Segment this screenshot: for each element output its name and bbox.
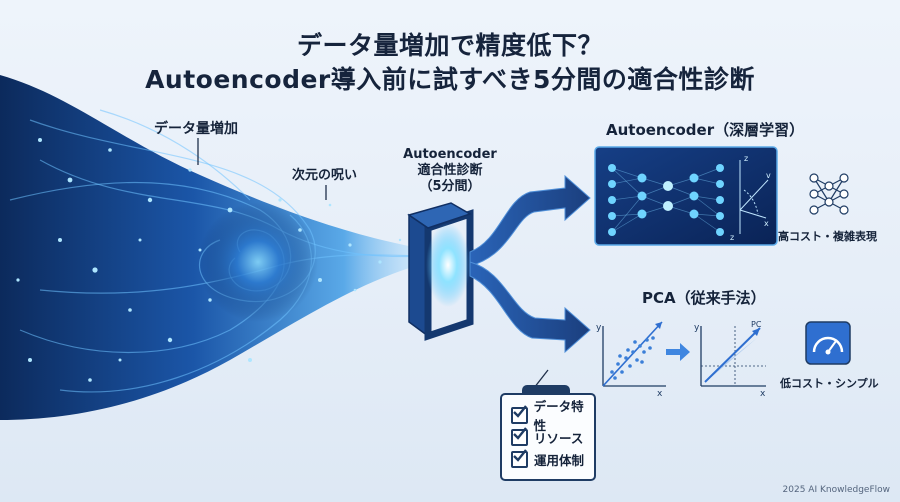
checklist-item-1: データ特性 bbox=[511, 399, 594, 433]
checklist-item-3: 運用体制 bbox=[511, 448, 585, 469]
gate-line-3: （5分間） bbox=[419, 179, 481, 194]
axis-x-ae: x bbox=[764, 219, 769, 228]
title-line-2: Autoencoder導入前に試すべき5分間の適合性診断 bbox=[145, 65, 755, 94]
pca2-axis-y: y bbox=[694, 323, 700, 333]
neural-network-icon bbox=[809, 173, 849, 215]
neural-nodes bbox=[608, 164, 724, 236]
title-line-1: データ量増加で精度低下？ bbox=[296, 31, 603, 60]
label-data-growth: データ量増加 bbox=[154, 121, 238, 137]
footer-credit: 2025 AI KnowledgeFlow bbox=[782, 485, 890, 495]
gate-line-2: 適合性診断 bbox=[417, 163, 483, 178]
axis-v: v bbox=[766, 171, 771, 180]
pca1-axis-y: y bbox=[596, 323, 602, 333]
autoencoder-title: Autoencoder（深層学習） bbox=[606, 121, 805, 139]
pca2-axis-x: x bbox=[760, 389, 766, 399]
axis-z-top: z bbox=[744, 154, 748, 163]
label-gate: Autoencoder 適合性診断 （5分間） bbox=[385, 147, 515, 195]
axis-z-bottom: z bbox=[730, 233, 734, 242]
pca-scatter-before bbox=[602, 321, 666, 387]
arrow-icon bbox=[666, 343, 690, 361]
data-particles bbox=[16, 138, 402, 382]
diagnostic-gate bbox=[407, 202, 474, 341]
gauge-icon bbox=[805, 321, 851, 365]
pca2-axis-pc: PC bbox=[751, 320, 762, 329]
pca-note: 低コスト・シンプル bbox=[780, 377, 879, 390]
vortex-center bbox=[198, 202, 318, 322]
check-icon bbox=[511, 448, 528, 468]
pca-projection-after bbox=[700, 326, 766, 387]
checklist-item-2: リソース bbox=[511, 426, 584, 447]
checklist-icon: データ特性 リソース 運用体制 bbox=[500, 393, 596, 481]
autoencoder-network bbox=[611, 167, 721, 233]
pca1-axis-x: x bbox=[657, 389, 663, 399]
gate-line-1: Autoencoder bbox=[403, 147, 497, 162]
checklist-label: リソース bbox=[534, 430, 584, 446]
checklist-label: データ特性 bbox=[533, 399, 584, 433]
pca-title: PCA（従来手法） bbox=[642, 289, 766, 307]
arrow-to-autoencoder bbox=[469, 174, 591, 267]
autoencoder-panel bbox=[594, 146, 778, 246]
check-icon bbox=[511, 426, 528, 446]
latent-axes bbox=[739, 160, 769, 234]
checklist-label: 運用体制 bbox=[534, 452, 585, 468]
autoencoder-note: 高コスト・複雑表現 bbox=[778, 230, 877, 243]
check-icon bbox=[511, 404, 528, 424]
label-curse-of-dimensionality: 次元の呪い bbox=[292, 168, 358, 183]
arrow-to-pca bbox=[469, 261, 591, 354]
